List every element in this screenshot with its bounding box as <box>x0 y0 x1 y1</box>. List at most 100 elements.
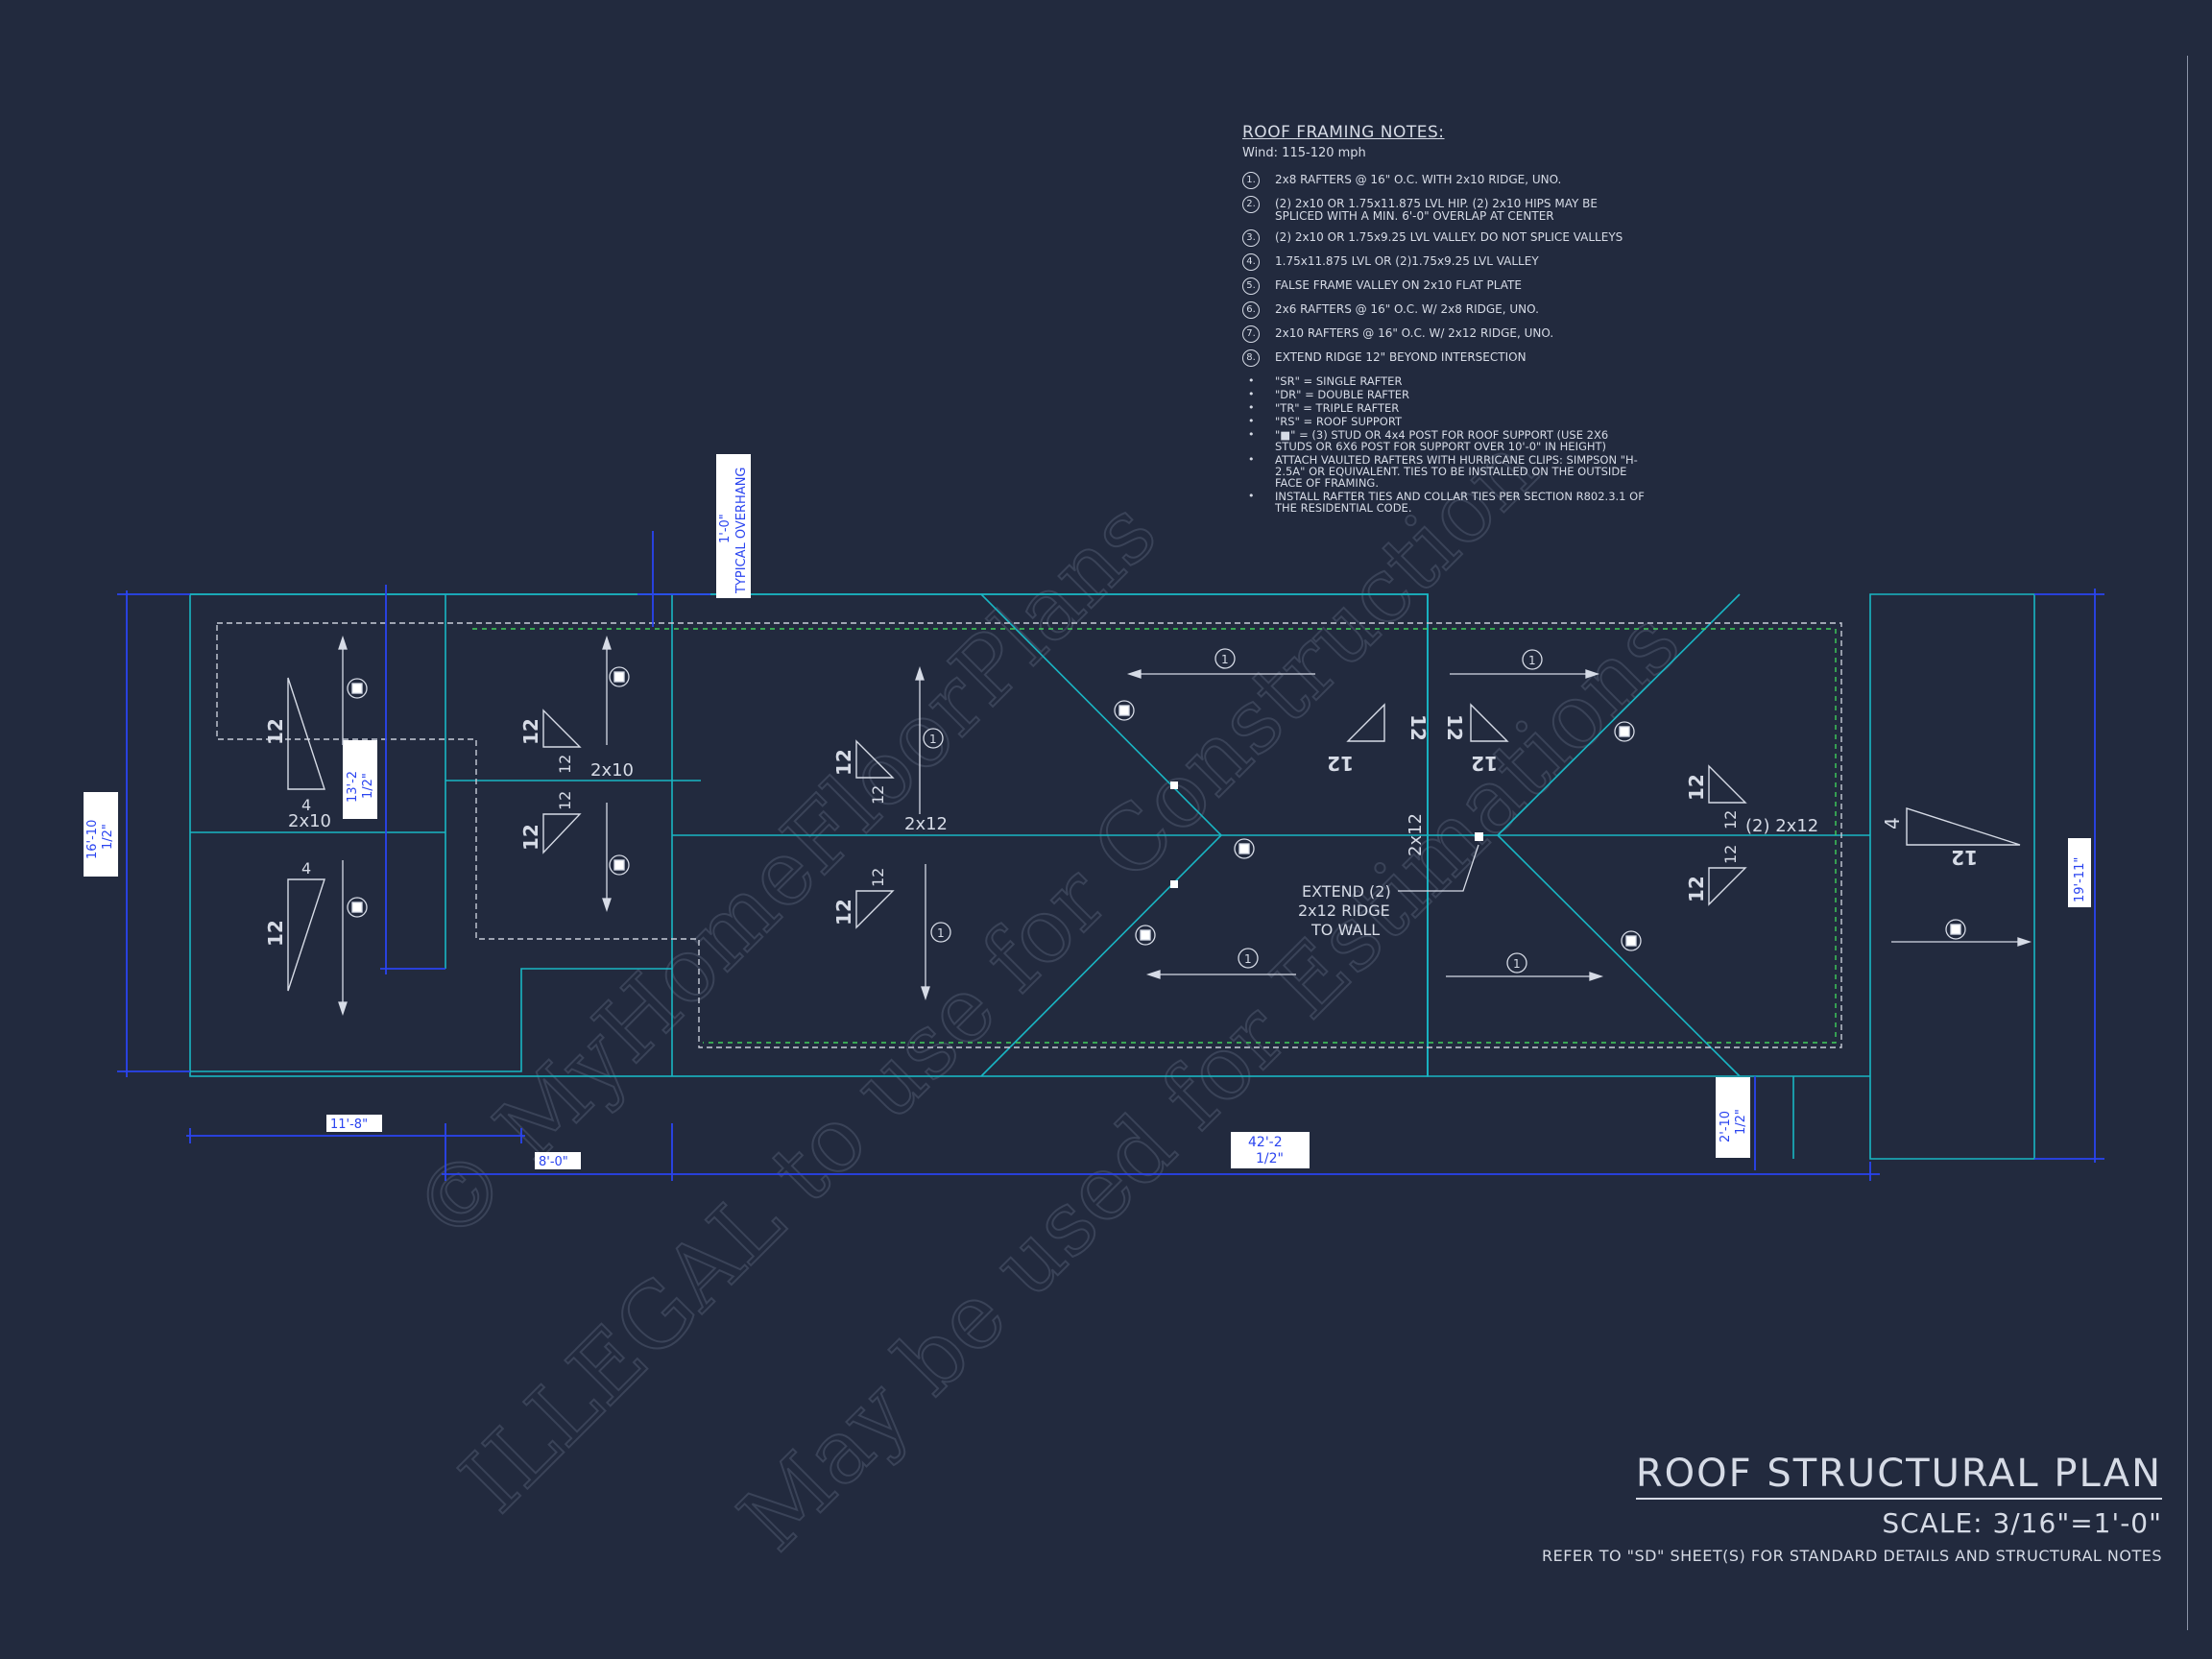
bullet-item: •"RS" = ROOF SUPPORT <box>1242 415 1646 428</box>
note-text: 1.75x11.875 LVL OR (2)1.75x9.25 LVL VALL… <box>1275 254 1539 268</box>
dim-inner-height-a: 13'-2 <box>346 771 360 803</box>
pitch-label: 12 <box>519 718 542 745</box>
note-item: 2.(2) 2x10 OR 1.75x11.875 LVL HIP. (2) 2… <box>1242 196 1646 223</box>
pitch-symbols <box>287 677 2021 992</box>
pitch-label: 12 <box>264 920 287 947</box>
pitch-label: 12 <box>1721 810 1740 830</box>
lumber-labels: 2x10 2x10 2x12 2x12 (2) 2x12 <box>288 760 1818 856</box>
title-block: ROOF STRUCTURAL PLAN SCALE: 3/16"=1'-0" … <box>1542 1452 2162 1565</box>
bullet-text: "SR" = SINGLE RAFTER <box>1275 374 1403 388</box>
note-item: 7. 2x10 RAFTERS @ 16" O.C. W/ 2x12 RIDGE,… <box>1242 325 1646 343</box>
rafter-marker: 1 <box>1221 653 1229 666</box>
post-symbols <box>347 666 1966 951</box>
pitch-label: 12 <box>519 824 542 851</box>
pitch-label: 12 <box>869 868 887 887</box>
note-number: 1. <box>1242 172 1260 189</box>
note-number: 8. <box>1242 349 1260 367</box>
lumber-label: (2) 2x12 <box>1745 816 1818 836</box>
dim-left-height-b: 1/2" <box>101 824 115 850</box>
notes-list: 1. 2x8 RAFTERS @ 16" O.C. WITH 2x10 RIDGE… <box>1242 172 1646 367</box>
pitch-label: 12 <box>556 755 574 774</box>
note-text: FALSE FRAME VALLEY ON 2x10 FLAT PLATE <box>1275 278 1522 292</box>
lumber-label: 2x10 <box>288 811 331 831</box>
dimension-lines <box>117 531 2104 1181</box>
dim-width-main-a: 42'-2 <box>1248 1135 1283 1150</box>
dim-width-main-b: 1/2" <box>1256 1151 1284 1166</box>
note-number: 2. <box>1242 196 1260 213</box>
dimension-labels: 16'-10 1/2" 13'-2 1/2" 19'-11" 2'-10 1/2… <box>84 454 2091 1169</box>
wall-lines <box>189 593 2035 1160</box>
rafter-marker: 1 <box>1244 952 1252 966</box>
notes-title: ROOF FRAMING NOTES: <box>1242 123 1445 142</box>
dim-width-left: 11'-8" <box>330 1118 368 1132</box>
bullet-text: "■" = (3) STUD OR 4x4 POST FOR ROOF SUPP… <box>1275 428 1609 453</box>
callout-line-2: 2x12 RIDGE <box>1298 902 1390 920</box>
bullet-text: ATTACH VAULTED RAFTERS WITH HURRICANE CL… <box>1275 453 1638 490</box>
plan-scale: SCALE: 3/16"=1'-0" <box>1882 1507 2162 1539</box>
rafter-arrows <box>338 635 2032 1017</box>
note-text: 2x6 RAFTERS @ 16" O.C. W/ 2x8 RIDGE, UNO… <box>1275 302 1539 316</box>
bullet-item: •"TR" = TRIPLE RAFTER <box>1242 401 1646 415</box>
note-number: 3. <box>1242 229 1260 247</box>
pitch-label: 4 <box>301 796 311 814</box>
pitch-label: 12 <box>1443 714 1466 741</box>
roof-framing-notes: ROOF FRAMING NOTES: Wind: 115-120 mph 1.… <box>1242 123 1646 516</box>
note-text: 2x8 RAFTERS @ 16" O.C. WITH 2x10 RIDGE, … <box>1275 173 1562 186</box>
dim-width-mid: 8'-0" <box>539 1155 568 1169</box>
bullet-text: "DR" = DOUBLE RAFTER <box>1275 388 1409 401</box>
bullet-item: •"■" = (3) STUD OR 4x4 POST FOR ROOF SUP… <box>1242 428 1646 453</box>
rafter-marker: 1 <box>929 733 937 746</box>
bullet-item: •"DR" = DOUBLE RAFTER <box>1242 388 1646 401</box>
pitch-label: 12 <box>1407 714 1430 741</box>
note-number: 7. <box>1242 325 1260 343</box>
dim-left-height-a: 16'-10 <box>85 820 100 859</box>
watermark: © MyHomeFloorPlans ILLEGAL to use for Co… <box>393 416 1700 1571</box>
note-item: 1. 2x8 RAFTERS @ 16" O.C. WITH 2x10 RIDGE… <box>1242 172 1646 189</box>
note-text: 2x10 RAFTERS @ 16" O.C. W/ 2x12 RIDGE, U… <box>1275 326 1554 340</box>
pitch-label: 12 <box>1721 845 1740 864</box>
dim-bottom-right-a: 2'-10 <box>1719 1111 1733 1142</box>
lumber-label: 2x10 <box>590 760 634 781</box>
dim-overhang-note: TYPICAL OVERHANG <box>734 467 749 594</box>
pitch-label: 12 <box>1685 876 1708 902</box>
pitch-label: 12 <box>264 718 287 745</box>
pitch-labels: 12 4 12 4 12 12 12 12 12 12 12 12 12 12 … <box>264 714 1978 947</box>
rafter-marker: 1 <box>1513 957 1521 971</box>
note-number: 6. <box>1242 301 1260 319</box>
callout-line-1: EXTEND (2) <box>1302 882 1391 901</box>
note-item: 8. EXTEND RIDGE 12" BEYOND INTERSECTION <box>1242 349 1646 367</box>
note-number: 4. <box>1242 253 1260 271</box>
rafter-markers: 1 1 1 1 1 1 <box>923 648 1543 974</box>
ridge-outline <box>216 622 1842 1048</box>
dim-overhang: 1'-0" <box>718 514 733 543</box>
notes-bullets: •"SR" = SINGLE RAFTER •"DR" = DOUBLE RAF… <box>1242 374 1646 515</box>
lumber-label: 2x12 <box>904 814 948 834</box>
note-text: (2) 2x10 OR 1.75x9.25 LVL VALLEY. DO NOT… <box>1275 230 1623 244</box>
callout-line-3: TO WALL <box>1310 921 1380 939</box>
dim-inner-height-b: 1/2" <box>361 773 375 799</box>
pitch-label: 12 <box>832 899 855 926</box>
bullet-item: •INSTALL RAFTER TIES AND COLLAR TIES PER… <box>1248 490 1645 515</box>
note-item: 3. (2) 2x10 OR 1.75x9.25 LVL VALLEY. DO N… <box>1242 229 1646 247</box>
lumber-label: 2x12 <box>1406 813 1426 856</box>
pitch-label: 4 <box>1881 817 1904 830</box>
plan-reference-note: REFER TO "SD" SHEET(S) FOR STANDARD DETA… <box>1541 1547 2162 1565</box>
pitch-label: 12 <box>1327 752 1354 775</box>
note-number: 5. <box>1242 277 1260 295</box>
note-item: 6. 2x6 RAFTERS @ 16" O.C. W/ 2x8 RIDGE, U… <box>1242 301 1646 319</box>
bullet-text: "RS" = ROOF SUPPORT <box>1275 415 1402 428</box>
pitch-label: 12 <box>1685 774 1708 801</box>
bullet-text: "TR" = TRIPLE RAFTER <box>1275 401 1400 415</box>
notes-wind: Wind: 115-120 mph <box>1242 146 1366 160</box>
bullet-item: •"SR" = SINGLE RAFTER <box>1242 374 1646 388</box>
ridge-callout: EXTEND (2) 2x12 RIDGE TO WALL <box>1298 844 1479 939</box>
note-text: EXTEND RIDGE 12" BEYOND INTERSECTION <box>1275 350 1527 364</box>
sheet-border <box>2187 56 2188 1630</box>
pitch-label: 4 <box>301 859 311 878</box>
bullet-text: INSTALL RAFTER TIES AND COLLAR TIES PER … <box>1275 490 1645 515</box>
plan-title: ROOF STRUCTURAL PLAN <box>1635 1452 2162 1500</box>
dim-bottom-right-b: 1/2" <box>1734 1109 1748 1135</box>
pitch-label: 12 <box>1951 846 1978 869</box>
pitch-label: 12 <box>556 791 574 810</box>
